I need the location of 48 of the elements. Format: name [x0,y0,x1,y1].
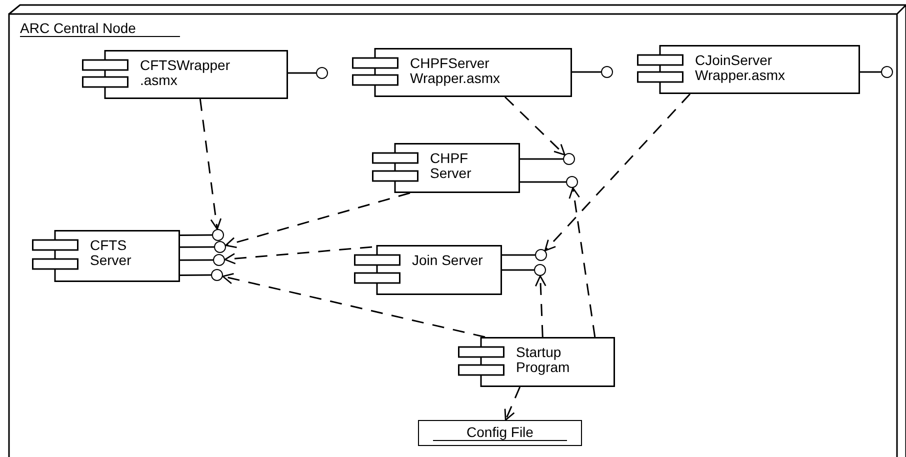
connector-line [180,259,213,261]
interface-circle [213,254,225,266]
component-box [637,45,860,94]
component-label: CJoinServer Wrapper.asmx [695,53,786,83]
component-label: CHPFServer Wrapper.asmx [410,56,501,86]
artifact-box [418,420,582,446]
connector-line [520,158,563,160]
interface-circle [316,67,328,79]
component-label: CHPF Server [430,151,472,181]
interface-circle [881,66,893,78]
dependency-arrow [222,273,486,338]
connector-line [520,181,566,183]
node-title: ARC Central Node [20,21,180,37]
interface-circle [566,176,578,188]
interface-circle [535,249,547,261]
interface-circle [563,153,575,165]
component-box [82,50,288,99]
dependency-arrow [504,96,566,156]
component-label: CFTSWrapper .asmx [140,58,231,88]
dependency-arrow [544,94,691,252]
connector-line [502,254,535,256]
artifact-label: Config File [433,425,567,441]
dependency-arrow [504,386,521,421]
connector-line [180,274,211,276]
component-box [458,337,615,387]
component-label: CFTS Server [90,238,132,268]
component-box [32,230,180,282]
component-box [354,245,502,295]
dependency-arrow [534,275,546,338]
connector-line [180,246,214,248]
interface-circle [211,269,223,281]
dependency-arrow [225,192,410,248]
connector-line [860,71,881,73]
interface-circle [534,264,546,276]
connector-line [180,234,212,236]
component-box [372,143,520,193]
interface-circle [212,229,224,241]
dependency-arrow [224,246,372,264]
component-label: Startup Program [516,345,571,375]
connector-line [572,71,601,73]
component-box [352,48,572,97]
connector-line [288,72,316,74]
connector-line [502,269,534,271]
dependency-arrow [199,98,222,230]
component-label: Join Server [412,253,484,268]
interface-circle [601,66,613,78]
dependency-arrow [568,187,596,338]
interface-circle [214,241,226,253]
